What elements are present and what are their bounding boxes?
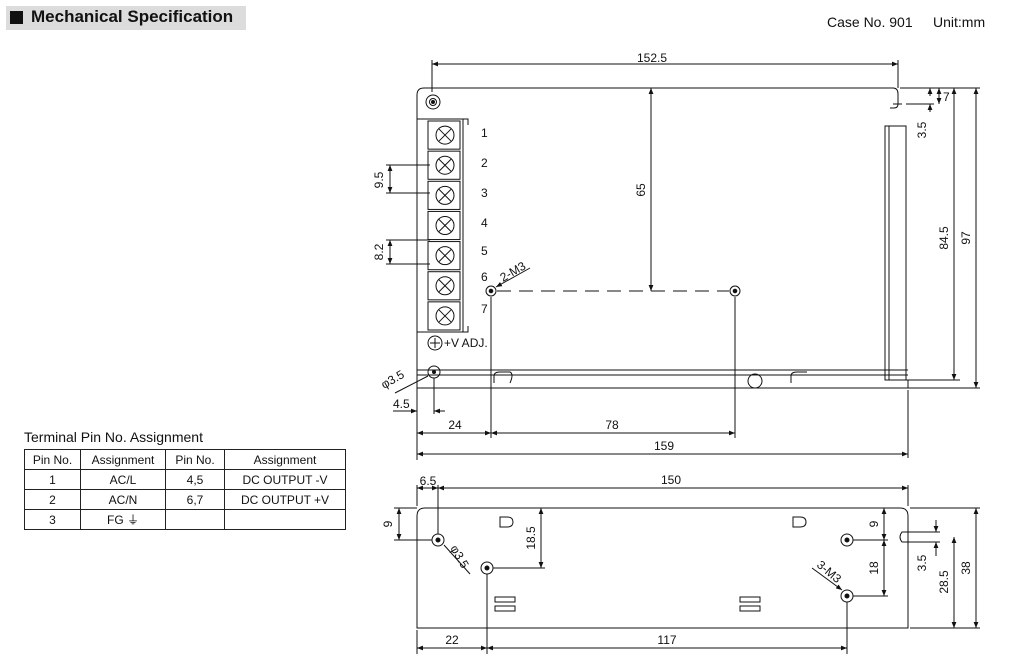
terminal-number: 3 — [481, 186, 488, 200]
terminal-number: 1 — [481, 126, 488, 140]
dim-label: 38 — [959, 561, 973, 575]
dim-label: 150 — [661, 473, 681, 487]
table-header: Pin No. — [24, 449, 81, 470]
dim-label: 84.5 — [937, 226, 951, 250]
side-view — [394, 485, 980, 654]
dim-label: 28.5 — [937, 570, 951, 594]
hole-dia-label: φ3.5 — [447, 543, 472, 571]
terminal-block — [416, 118, 464, 333]
dim-label: 4.5 — [393, 397, 410, 411]
mount-label: 2-M3 — [498, 259, 529, 285]
dim-label: 9.5 — [372, 171, 386, 188]
terminal-numbers: 1 2 3 4 5 6 7 — [481, 126, 488, 316]
dim-label: 78 — [605, 418, 619, 432]
top-view — [386, 60, 980, 460]
dim-label: 18 — [867, 561, 881, 575]
dim-label: 97 — [959, 231, 973, 245]
vadj-label: +V ADJ. — [444, 336, 488, 350]
table-header-row: Pin No. Assignment Pin No. Assignment — [24, 449, 346, 470]
table-cell: AC/N — [80, 489, 166, 510]
terminal-screw-icon — [427, 150, 461, 180]
header-square-icon — [10, 11, 23, 24]
table-cell: DC OUTPUT -V — [224, 469, 346, 490]
right-flange — [884, 125, 907, 381]
dim-label: 152.5 — [637, 51, 667, 65]
m3-hole — [485, 285, 497, 297]
terminal-screw-icon — [427, 271, 461, 301]
terminal-number: 2 — [481, 156, 488, 170]
vadj-potentiometer-icon — [427, 335, 443, 351]
dim-label: 65 — [634, 183, 648, 197]
table-cell: DC OUTPUT +V — [224, 489, 346, 510]
dim-label: 24 — [448, 418, 462, 432]
terminal-screw-icon — [427, 180, 461, 210]
dim-label: 159 — [654, 439, 674, 453]
terminal-screw-icon — [427, 120, 461, 150]
dim-label: 9 — [381, 520, 395, 527]
terminal-number: 7 — [481, 302, 488, 316]
table-cell — [224, 509, 346, 530]
table-row: 3 FG ⏚ — [24, 509, 346, 530]
m3-hole — [729, 285, 741, 297]
dim-label: 117 — [657, 633, 676, 647]
dim-label: 3.5 — [915, 554, 929, 571]
case-number: Case No. 901 — [827, 14, 913, 30]
table-row: 2 AC/N 6,7 DC OUTPUT +V — [24, 489, 346, 510]
mount-label: 3-M3 — [814, 558, 844, 587]
side-view-outline — [416, 507, 909, 629]
pin-table-caption: Terminal Pin No. Assignment — [24, 429, 203, 445]
mount-hole — [425, 94, 441, 110]
table-cell: AC/L — [80, 469, 166, 490]
top-view-outline — [416, 87, 899, 109]
dim-label: 6.5 — [420, 474, 437, 488]
table-cell: FG ⏚ — [80, 509, 166, 530]
dim-label: 8.2 — [372, 243, 386, 260]
pin-assignment-table: Pin No. Assignment Pin No. Assignment 1 … — [24, 449, 346, 530]
terminal-number: 5 — [481, 244, 488, 258]
dim-label: 22 — [445, 633, 459, 647]
terminal-number: 6 — [481, 270, 488, 284]
dim-label: 7 — [943, 90, 950, 104]
section-header-bar — [6, 6, 246, 30]
dim-label: 9 — [867, 520, 881, 527]
terminal-number: 4 — [481, 216, 488, 230]
hole-dia-label: φ3.5 — [379, 367, 407, 392]
dim-label: 3.5 — [915, 121, 929, 138]
terminal-screw-icon — [427, 210, 461, 241]
terminal-screws — [427, 120, 461, 331]
unit-label: Unit:mm — [933, 14, 986, 30]
terminal-screw-icon — [427, 301, 461, 331]
dim-label: 18.5 — [524, 526, 538, 550]
section-title: Mechanical Specification — [31, 7, 234, 26]
terminal-screw-icon — [427, 241, 461, 271]
